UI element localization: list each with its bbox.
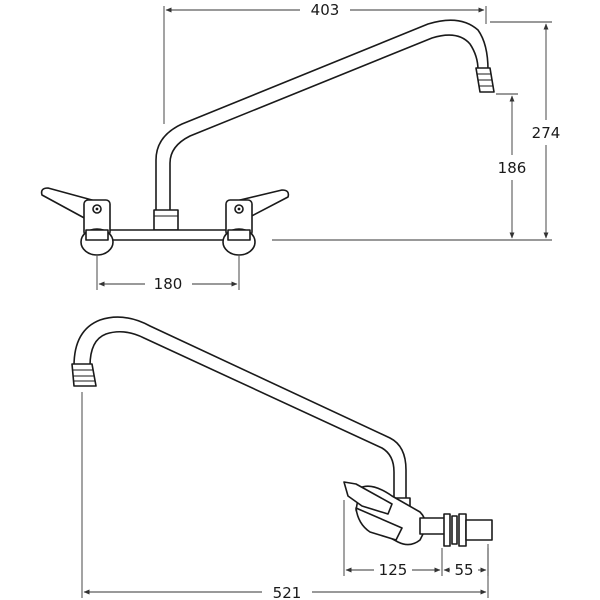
dimension-projection: 521 bbox=[81, 392, 489, 600]
side-tap-body bbox=[343, 481, 493, 547]
right-lever-handle bbox=[222, 189, 290, 256]
left-lever-handle bbox=[40, 187, 114, 256]
front-body bbox=[99, 209, 243, 241]
dim-label-projection: 521 bbox=[273, 584, 302, 600]
dim-label-spout-height: 186 bbox=[498, 159, 527, 177]
side-spout bbox=[71, 316, 407, 501]
dim-label-tap-body: 125 bbox=[379, 561, 408, 579]
front-view: 403 274 186 180 bbox=[40, 1, 561, 293]
dim-label-spout-reach: 403 bbox=[311, 1, 340, 19]
dim-label-wall-fixing: 55 bbox=[454, 561, 473, 579]
dimension-spout-reach: 403 bbox=[163, 1, 487, 124]
dimension-spout-height: 186 bbox=[496, 93, 527, 239]
front-spout bbox=[155, 19, 495, 211]
dimension-tap-body: 125 bbox=[343, 500, 443, 579]
dimension-wall-fixing: 55 bbox=[443, 548, 489, 579]
dimension-overall-height: 274 bbox=[272, 21, 561, 241]
dimension-centres: 180 bbox=[96, 256, 240, 293]
side-view: 521 125 55 bbox=[71, 316, 493, 600]
dim-label-overall-height: 274 bbox=[532, 124, 561, 142]
dim-label-centres: 180 bbox=[154, 275, 183, 293]
